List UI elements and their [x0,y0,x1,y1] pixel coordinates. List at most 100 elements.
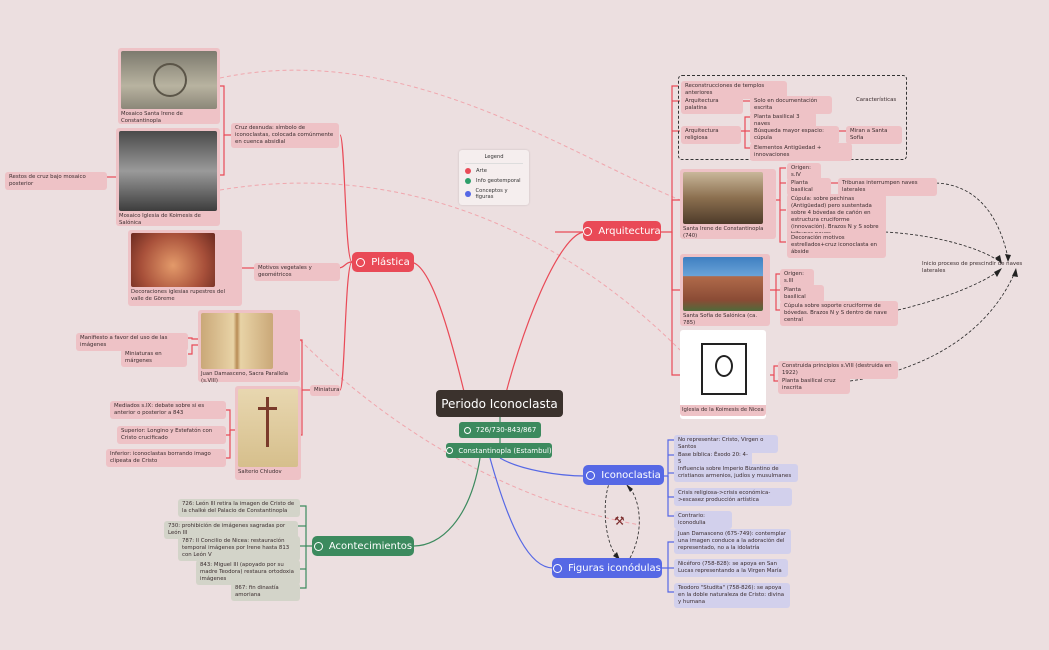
legend-title: Legend [465,150,523,164]
branch-label: Acontecimientos [328,540,413,552]
node-elementos[interactable]: Elementos Antigüedad + innovaciones [750,143,852,161]
node-irene-origen[interactable]: Origen: s.IV [787,163,821,181]
node-mediados[interactable]: Mediados s.IX: debate sobre si es anteri… [110,401,226,419]
node-teodoro[interactable]: Teodoro "Studita" (758-826): se apoya en… [674,583,790,608]
image-card-santa-irene[interactable]: Santa Irene de Constantinopla (740) [680,169,776,239]
node-nicea-planta[interactable]: Planta basilical cruz inscrita [778,376,850,394]
plan-dome [715,355,733,377]
node-busqueda[interactable]: Búsqueda mayor espacio: cúpula [750,126,839,144]
image-card-goreme[interactable]: Decoraciones iglesias rupestres del vall… [128,230,242,306]
node-motivos[interactable]: Motivos vegetales y geométricos [254,263,340,281]
church-image [683,257,763,311]
node-contrario[interactable]: Contrario: iconodulia [674,511,732,529]
image-caption: Decoraciones iglesias rupestres del vall… [131,289,225,302]
event-726[interactable]: 726: León III retira la imagen de Cristo… [178,499,300,517]
node-religiosa[interactable]: Arquitectura religiosa [681,126,741,144]
dates-topic[interactable]: 726/730-843/867 [459,422,541,438]
topic-marker-icon [446,447,454,454]
cave-image [131,233,215,287]
node-manifiesto[interactable]: Manifiesto a favor del uso de las imágen… [76,333,188,351]
branch-plastica[interactable]: Plástica [352,252,414,272]
church-image [683,172,763,224]
node-influencia[interactable]: Influencia sobre Imperio Bizantino de cr… [674,464,798,482]
legend-swatch [465,191,471,197]
cross-shape [266,397,269,447]
node-palatina[interactable]: Arquitectura palatina [681,96,743,114]
image-caption: Santa Sofía de Salónica (ca. 785) [683,313,758,326]
branch-label: Arquitectura [598,225,661,237]
node-superior[interactable]: Superior: Longino y Estefatón con Cristo… [117,426,226,444]
boundary-label: Características [856,97,897,103]
legend-item-arte: Arte [465,168,523,174]
image-caption: Iglesia de la Koimesis de Nicea [680,405,766,416]
manuscript-image [201,313,273,369]
image-caption: Mosaico Iglesia de Koimesis de Salónica [119,213,201,226]
manuscript-image [238,389,298,467]
legend: Legend Arte Info geotemporal Conceptos y… [459,150,529,205]
legend-label: Info geotemporal [476,178,521,184]
branch-figuras[interactable]: Figuras iconódulas [552,558,662,578]
event-867[interactable]: 867: fin dinastía amoriana [231,583,300,601]
root-topic[interactable]: Periodo Iconoclasta [436,390,563,417]
plan-walls [701,343,747,395]
node-sofia-cupula[interactable]: Cúpula sobre soporte cruciforme de bóved… [780,301,898,326]
image-caption: Mosaico Santa Irene de Constantinopla [121,111,183,124]
legend-label: Arte [476,168,487,174]
node-inferior[interactable]: Inferior: iconoclastas borrando imago cl… [106,449,226,467]
legend-label: Conceptos y figuras [475,188,508,200]
branch-label: Plástica [371,256,410,268]
branch-label: Figuras iconódulas [568,562,661,574]
image-card-irene-mosaic[interactable]: Mosaico Santa Irene de Constantinopla [118,48,220,124]
node-crisis[interactable]: Crisis religiosa->crisis económica->esca… [674,488,792,506]
node-irene-planta[interactable]: Planta basilical [787,178,831,196]
node-base-biblica[interactable]: Base bíblica: Éxodo 20: 4-5 [674,450,752,468]
node-restos[interactable]: Restos de cruz bajo mosaico posterior [5,172,107,190]
node-solo-doc[interactable]: Solo en documentación escrita [750,96,832,114]
node-nicea-construida[interactable]: Construida principios s.VIII (destruida … [778,361,898,379]
floor-plan-image [683,333,763,403]
topic-marker-icon [586,470,596,480]
event-730[interactable]: 730: prohibición de imágenes sagradas po… [164,521,298,539]
mosaic-image [121,51,217,109]
node-irene-cupula[interactable]: Cúpula: sobre pechinas (Antigüedad) pero… [787,194,886,240]
cross-shape [258,407,277,410]
node-niceforo[interactable]: Nicéforo (758-828): se apoya en San Luca… [674,559,788,577]
image-caption: Salterio Chludov [238,469,282,475]
node-miniatura[interactable]: Miniatura [310,385,340,396]
node-sofia-planta[interactable]: Planta basilical [780,285,824,303]
node-planta3[interactable]: Planta basilical 3 naves [750,112,816,130]
image-card-santa-sofia[interactable]: Santa Sofía de Salónica (ca. 785) [680,254,770,326]
topic-marker-icon [356,257,366,267]
relationship-lines [219,69,681,526]
legend-swatch [465,178,471,184]
node-miniaturas-margenes[interactable]: Miniaturas en márgenes [121,349,187,367]
topic-marker-icon [553,563,563,573]
image-caption: Juan Damasceno, Sacra Parallela (s.VIII) [201,371,289,384]
geo-lines [298,417,501,589]
image-card-chludov[interactable]: Salterio Chludov [235,386,301,480]
node-reconstrucciones[interactable]: Reconstrucciones de templos anteriores [681,81,787,99]
node-irene-tribunas[interactable]: Tribunas interrumpen naves laterales [838,178,937,196]
node-no-representar[interactable]: No representar: Cristo, Virgen o Santos [674,435,778,453]
event-843[interactable]: 843: Miguel III (apoyado por su madre Te… [196,560,300,585]
image-card-nicea-plan[interactable]: Iglesia de la Koimesis de Nicea [680,330,766,419]
topic-marker-icon [313,541,323,551]
event-787[interactable]: 787: II Concilio de Nicea: restauración … [178,536,300,561]
branch-iconoclastia[interactable]: Iconoclastia [583,465,664,485]
mosaic-image [119,131,217,211]
node-irene-decoracion[interactable]: Decoración motivos estrellados+cruz icon… [787,233,886,258]
place-topic[interactable]: Constantinopla (Estambul) [446,443,552,458]
topic-marker-icon [463,426,471,434]
image-card-koimesis-mosaic[interactable]: Mosaico Iglesia de Koimesis de Salónica [116,128,220,226]
node-cruz-desnuda[interactable]: Cruz desnuda: símbolo de iconoclastas, c… [231,123,339,148]
node-miran[interactable]: Miran a Santa Sofía [846,126,902,144]
branch-acontecimientos[interactable]: Acontecimientos [312,536,414,556]
node-inicio-proceso[interactable]: Inicio proceso de prescindir de naves la… [922,261,1023,274]
legend-item-geo: Info geotemporal [465,178,523,184]
branch-arquitectura[interactable]: Arquitectura [583,221,661,241]
node-sofia-origen[interactable]: Origen: s.III [780,269,814,287]
branch-label: Iconoclastia [601,469,661,481]
topic-marker-icon [583,226,593,236]
node-juan-damasceno[interactable]: Juan Damasceno (675-749): contemplar una… [674,529,791,554]
image-card-damasceno[interactable]: Juan Damasceno, Sacra Parallela (s.VIII) [198,310,300,384]
